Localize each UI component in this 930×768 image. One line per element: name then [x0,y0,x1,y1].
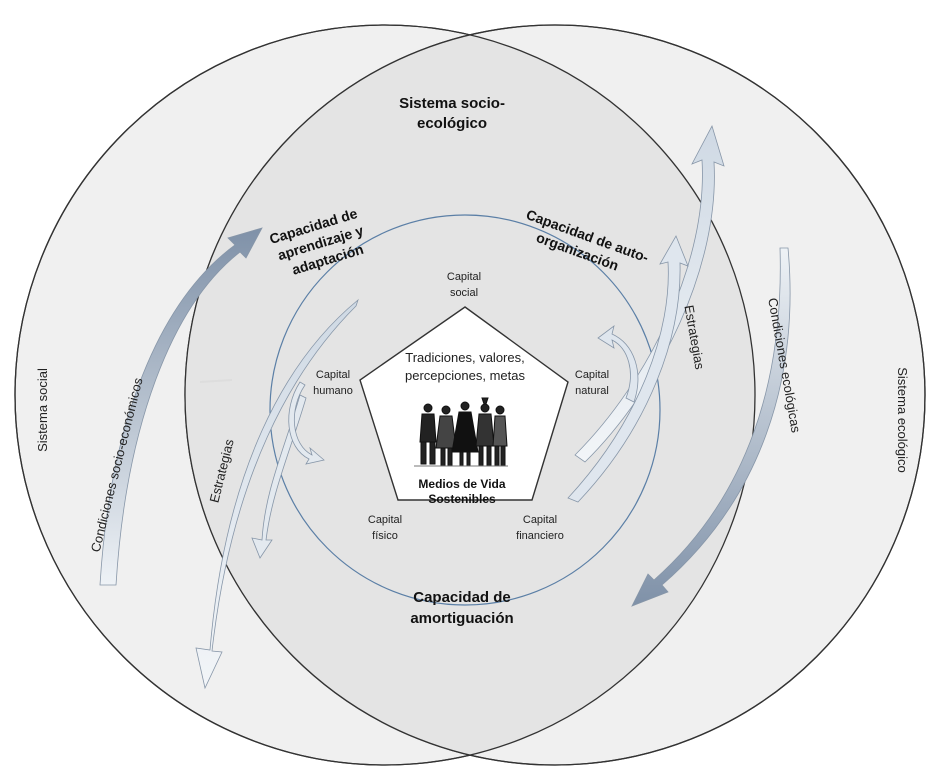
livelihoods-line1: Medios de Vida [418,477,505,491]
capital-social-line1: Capital [447,271,481,283]
capital-physical-line2: físico [372,530,398,542]
capital-financial-line1: Capital [523,514,557,526]
strategies-left-arrow [195,298,359,690]
strategies-right-arrow-2 [567,235,689,503]
capital-natural-line2: natural [575,385,609,397]
socio-ecological-title-line2: ecológico [417,115,487,132]
traditions-line1: Tradiciones, valores, [405,350,524,365]
people-illustration-icon [414,397,508,470]
socio-economic-conditions-arrow [99,227,263,586]
strategies-small-arrow-2 [288,381,325,465]
traditions-line2: percepciones, metas [405,368,525,383]
strategies-small-arrow-3 [597,325,639,403]
sustainable-livelihoods-circle [269,214,661,606]
livelihoods-line2: Sostenibles [428,492,496,506]
capital-natural-line1: Capital [575,369,609,381]
social-system-label: Sistema social [35,368,50,452]
capital-social-line2: social [450,287,478,299]
socio-ecological-title-line1: Sistema socio- [399,95,505,112]
capital-physical-line1: Capital [368,514,402,526]
ecological-conditions-arrow [631,247,791,607]
buffer-capacity-line2: amortiguación [410,610,513,627]
ecological-system-label: Sistema ecológico [895,367,910,473]
capital-human-line1: Capital [316,369,350,381]
capital-financial-line2: financiero [516,530,564,542]
capital-human-line2: humano [313,385,353,397]
buffer-capacity-line1: Capacidad de [413,589,511,606]
